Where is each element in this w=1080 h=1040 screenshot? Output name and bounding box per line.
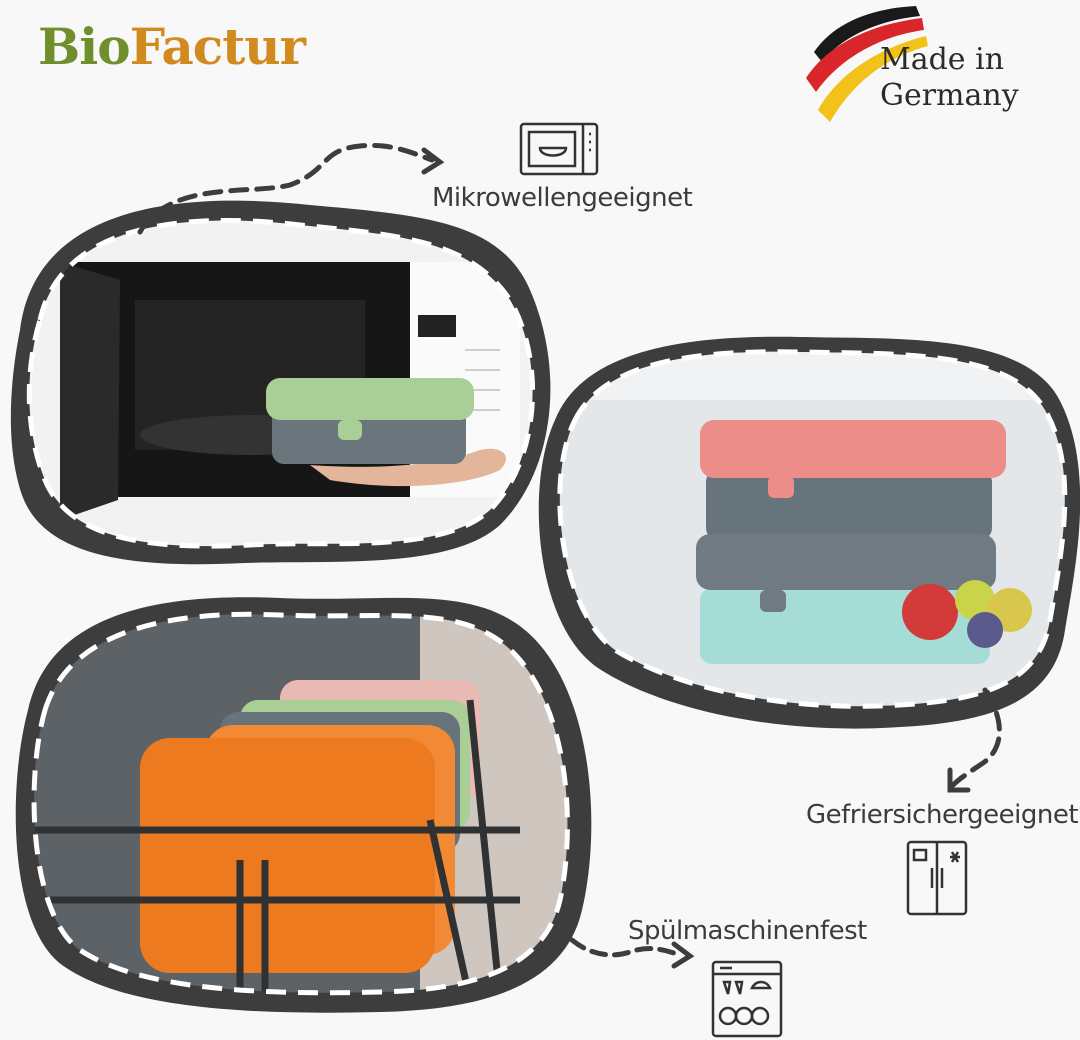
badge-line2: Germany	[880, 78, 1019, 113]
microwave-scene	[10, 200, 551, 565]
brand-logo-part1: Bio	[38, 17, 131, 76]
fridge-icon	[906, 840, 968, 916]
dishwasher-icon	[711, 960, 783, 1038]
made-in-germany-badge: Made in Germany	[880, 42, 1019, 114]
arrow-head-microwave	[421, 147, 445, 175]
microwave-safe-label: Mikrowellengeeignet	[432, 183, 693, 213]
arrow-head-freezer	[947, 767, 971, 793]
freezer-safe-label: Gefriersichergeeignet	[806, 800, 1079, 830]
arrow-to-microwave-label	[137, 142, 435, 235]
microwave-icon	[519, 122, 599, 176]
arrow-head-dishwasher	[671, 941, 695, 969]
german-flag-swoosh-icon	[806, 6, 928, 122]
brand-logo-part2: Factur	[129, 17, 306, 76]
dishwasher-scene	[15, 597, 592, 1013]
arrow-to-dishwasher-label	[569, 937, 683, 958]
brand-logo: BioFactur	[38, 22, 306, 72]
badge-line1: Made in	[880, 42, 1005, 77]
arrow-to-freezer-label	[949, 687, 1002, 789]
freezer-scene	[538, 336, 1080, 729]
dishwasher-safe-label: Spülmaschinenfest	[628, 916, 867, 946]
